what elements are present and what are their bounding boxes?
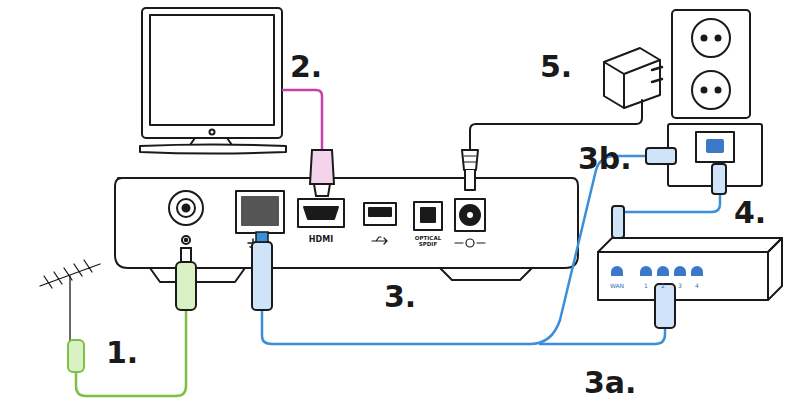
router-port-label: 3 bbox=[678, 283, 682, 289]
callout-number: 3a. bbox=[584, 368, 637, 398]
router-port-label: WAN bbox=[610, 283, 624, 289]
callout-number: 4. bbox=[734, 198, 766, 228]
callout-number: 1. bbox=[106, 338, 138, 368]
port-label: HDMI bbox=[309, 236, 333, 244]
router-port-label: 4 bbox=[695, 283, 699, 289]
callout-number: 3. bbox=[384, 282, 416, 312]
router-port-label: 1 bbox=[644, 283, 648, 289]
callout-number: 5. bbox=[540, 52, 572, 82]
callout-number: 3b. bbox=[578, 144, 632, 174]
port-label: OPTICAL SPDIF bbox=[411, 235, 445, 248]
router-port-label: 2 bbox=[661, 283, 665, 289]
callout-number: 2. bbox=[290, 52, 322, 82]
